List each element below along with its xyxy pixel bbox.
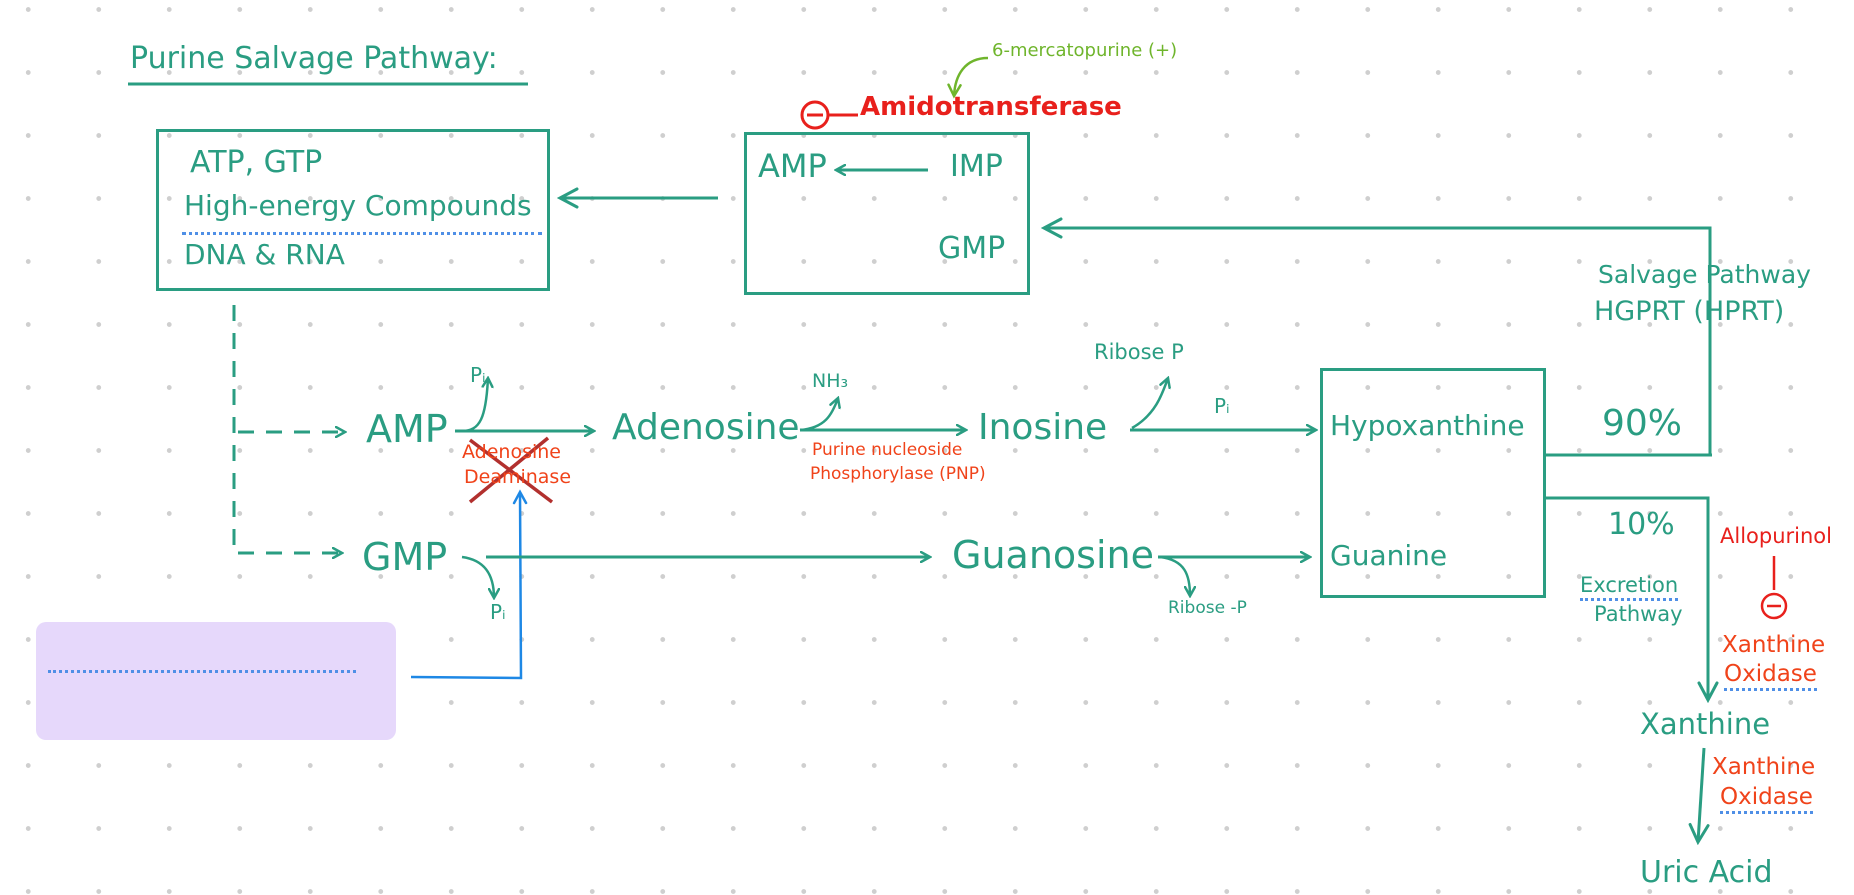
adenosine-node: Adenosine (612, 407, 800, 448)
percent-90-label: 90% (1602, 403, 1683, 444)
deaminase-cross-b (468, 436, 550, 504)
excretion-line (1546, 496, 1708, 700)
excretion-pathway-label: Pathway (1594, 602, 1683, 626)
guanosine-node: Guanosine (952, 533, 1154, 577)
allopurinol-label: Allopurinol (1720, 524, 1832, 548)
allopurinol-inhibit-circle (1760, 592, 1788, 620)
inosine-pi-label: Pᵢ (1214, 394, 1230, 418)
hypoxanthine-guanine-box (1320, 368, 1546, 598)
atp-gtp-label: ATP, GTP (190, 145, 323, 180)
box-gmp-label: GMP (938, 231, 1006, 266)
excretion-label: Excretion (1580, 575, 1679, 601)
gmp-node: GMP (362, 535, 448, 579)
high-energy-box (156, 129, 550, 291)
amp-pi-branch (461, 378, 488, 433)
amp-node: AMP (366, 407, 448, 451)
drug-6mp-arrow (947, 56, 989, 99)
percent-10-label: 10% (1608, 507, 1675, 542)
amp-pi-label: Pᵢ (470, 363, 486, 387)
inosine-ribose-branch (1131, 378, 1168, 430)
inosine-ribose-p-label: Ribose P (1094, 340, 1184, 364)
box-amp-label: AMP (758, 147, 827, 185)
amidotransferase-label: Amidotransferase (860, 92, 1122, 122)
note-to-deaminase-arrow (410, 489, 528, 680)
dna-rna-label: DNA & RNA (184, 238, 345, 271)
box-imp-label: IMP (950, 149, 1003, 184)
inosine-node: Inosine (978, 407, 1108, 448)
pnp-label-2: Phosphorylase (PNP) (810, 464, 986, 484)
guanosine-ribose-p-label: Ribose -P (1168, 598, 1247, 618)
note-dotted-line (48, 670, 356, 673)
xanthine-oxidase-2-line2: Oxidase (1720, 786, 1813, 814)
xanthine-oxidase-1-line1: Xanthine (1722, 632, 1826, 658)
pnp-label-1: Purine nucleoside (812, 440, 963, 460)
xanthine-oxidase-1-line2: Oxidase (1724, 663, 1817, 691)
adenosine-deaminase-label-2: Deaminase (464, 466, 572, 488)
gmp-pi-label: Pᵢ (490, 600, 506, 624)
high-energy-label: High-energy Compounds (184, 189, 532, 222)
xanthine-node: Xanthine (1640, 707, 1771, 741)
guanine-node: Guanine (1330, 539, 1448, 572)
drug-6mp-label: 6-mercatopurine (+) (992, 40, 1178, 61)
adenosine-nh3-branch (799, 398, 838, 432)
uric-acid-node: Uric Acid (1640, 855, 1773, 890)
amp-imp-gmp-box (744, 132, 1030, 295)
hypoxanthine-node: Hypoxanthine (1330, 409, 1525, 442)
gmp-pi-branch (461, 555, 494, 598)
hgprt-label: HGPRT (HPRT) (1594, 296, 1785, 327)
page-title: Purine Salvage Pathway: (130, 41, 498, 76)
arrow-xanthine-to-uric-acid (1698, 747, 1704, 842)
salvage-pathway-label: Salvage Pathway (1598, 260, 1811, 289)
high-energy-divider (182, 232, 542, 235)
adenosine-deaminase-label-1: Adenosine (462, 441, 561, 463)
xanthine-oxidase-2-line1: Xanthine (1712, 754, 1816, 780)
deaminase-cross-a (468, 438, 554, 504)
guanosine-ribose-branch (1159, 555, 1190, 596)
note-box[interactable] (36, 622, 396, 740)
nh3-label: NH₃ (812, 370, 849, 392)
salvage-return-line (1044, 228, 1712, 455)
